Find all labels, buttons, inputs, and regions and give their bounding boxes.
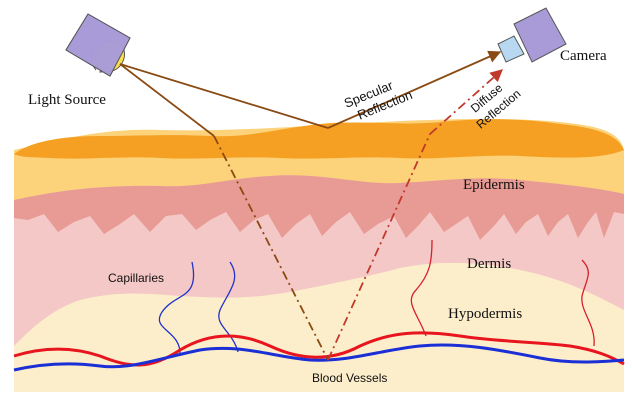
light-source-front (66, 14, 130, 76)
epidermis-label: Epidermis (463, 177, 525, 193)
camera-device (498, 8, 566, 62)
skin-layers (14, 119, 624, 392)
hypodermis-label: Hypodermis (448, 306, 522, 322)
camera-label: Camera (560, 48, 607, 64)
specular-ray (328, 52, 500, 128)
camera-lens-icon (498, 36, 524, 62)
light-source-device (66, 14, 130, 77)
blood-vessels-label: Blood Vessels (312, 371, 387, 385)
capillaries-label: Capillaries (108, 271, 164, 285)
incident-ray (120, 64, 328, 128)
light-source-label: Light Source (28, 92, 106, 108)
entry-ray (120, 64, 214, 136)
dermis-label: Dermis (467, 256, 511, 272)
